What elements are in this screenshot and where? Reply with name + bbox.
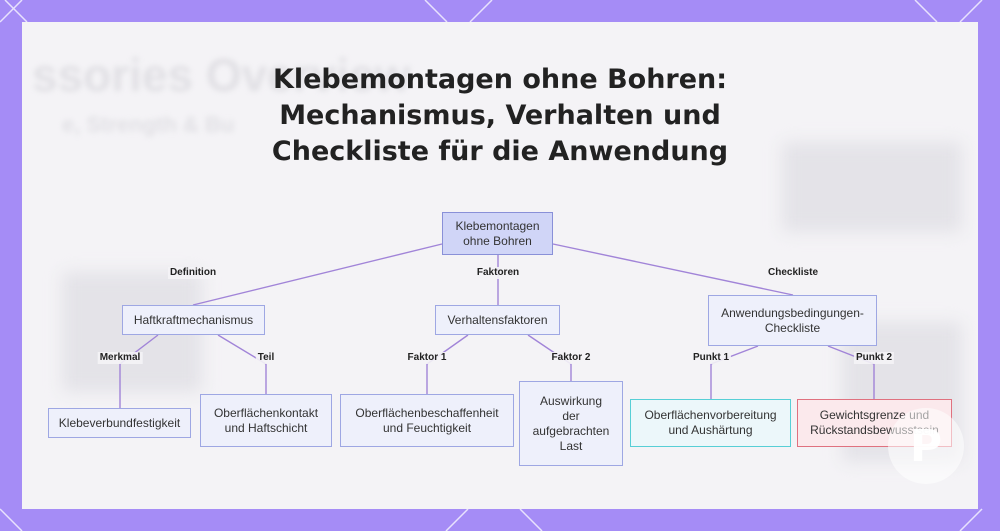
node-text: Last [559,438,583,453]
edge-label-faktoren: Faktoren [474,267,522,279]
edge-label-punkt2: Punkt 2 [853,352,895,364]
edge-checkliste [552,243,794,296]
watermark-logo: P [888,408,964,484]
title-line-1: Klebemontagen ohne Bohren: [272,64,728,95]
node-oberflaechenbeschaffenheit[interactable]: Oberflächenbeschaffenheit und Feuchtigke… [340,394,514,447]
edge-label-faktor1: Faktor 1 [405,352,449,364]
edge-label-faktor2: Faktor 2 [549,352,593,364]
node-text: und Haftschicht [224,420,308,435]
edge-label-punkt1: Punkt 1 [690,352,732,364]
edge-label-checkliste: Checkliste [765,267,821,279]
node-text: ohne Bohren [463,233,532,248]
diagram-card: ssories Overview e, Strength & Bu Klebem… [22,22,978,509]
connector-lines [119,243,875,408]
node-auswirkung-last[interactable]: Auswirkung der aufgebrachten Last [519,381,623,466]
node-text: Oberflächenbeschaffenheit [355,405,499,420]
edge-merkmal [119,334,159,408]
edge-faktor1 [426,334,469,394]
node-text: und Feuchtigkeit [382,420,472,435]
node-klebeverbundfestigkeit[interactable]: Klebeverbundfestigkeit [48,408,191,438]
title-line-3: Checkliste für die Anwendung [271,136,729,167]
node-text: Checkliste [764,320,821,335]
node-oberflaechenkontakt[interactable]: Oberflächenkontakt und Haftschicht [200,394,332,447]
node-text: Haftkraftmechanismus [133,312,254,327]
node-anwendungsbedingungen-checkliste[interactable]: Anwendungsbedingungen- Checkliste [708,295,877,346]
node-text: und Aushärtung [668,423,753,437]
node-text: Oberflächenvorbereitung [644,408,777,422]
edge-teil [217,334,267,394]
edge-label-definition: Definition [167,267,219,279]
node-haftkraftmechanismus[interactable]: Haftkraftmechanismus [122,305,265,335]
edge-label-teil: Teil [255,352,277,364]
node-oberflaechenvorbereitung[interactable]: Oberflächenvorbereitung und Aushärtung [630,399,791,447]
node-text: Klebemontagen [455,218,540,233]
background-subheading: e, Strength & Bu [62,112,235,137]
edge-definition [192,243,443,306]
node-text: aufgebrachten [532,423,610,438]
node-text: Auswirkung [539,393,603,408]
node-text: Klebeverbundfestigkeit [58,415,181,430]
node-text: Verhaltensfaktoren [447,312,548,327]
edge-label-merkmal: Merkmal [97,352,143,364]
node-text: der [562,408,580,423]
node-verhaltensfaktoren[interactable]: Verhaltensfaktoren [435,305,560,335]
diagram-title: Klebemontagen ohne Bohren: Mechanismus, … [22,62,978,170]
node-klebemontagen[interactable]: Klebemontagen ohne Bohren [442,212,553,255]
title-line-2: Mechanismus, Verhalten und [279,100,721,131]
edge-punkt1 [710,345,759,399]
node-text: Anwendungsbedingungen- [721,305,864,320]
edge-faktor2 [527,334,572,381]
node-text: Oberflächenkontakt [213,405,319,420]
edge-punkt2 [827,345,875,399]
background-heading: ssories Overview [32,49,411,101]
